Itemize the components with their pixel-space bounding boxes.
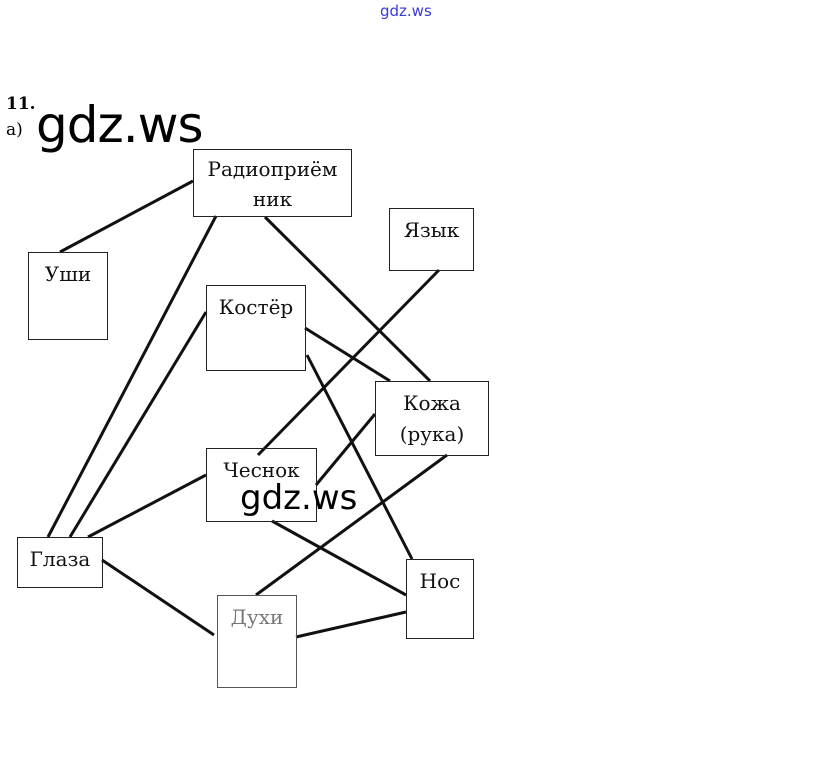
edge-fire-skin	[304, 326, 391, 383]
edge-garlic-nose	[271, 519, 407, 597]
edge-radio-eyes	[46, 215, 218, 538]
node-fire: Костёр	[206, 285, 306, 371]
task-part: а)	[6, 120, 23, 140]
node-garlic: Чеснок	[206, 448, 317, 522]
edge-fire-nose	[305, 354, 414, 560]
node-ears: Уши	[28, 252, 108, 340]
node-radio: Радиоприём ник	[193, 149, 352, 217]
edge-garlic-eyes	[87, 473, 207, 539]
edge-eyes-perfume	[101, 558, 215, 637]
watermark-mid: gdz.ws	[240, 478, 358, 518]
node-perfume: Духи	[217, 595, 297, 688]
watermark-top: gdz.ws	[380, 2, 432, 20]
edge-skin-perfume	[255, 453, 448, 597]
edge-perfume-nose	[295, 610, 407, 639]
node-tongue: Язык	[389, 208, 474, 271]
watermark-big: gdz.ws	[36, 96, 204, 154]
edge-radio-skin	[263, 215, 432, 383]
edge-fire-eyes	[68, 311, 208, 538]
task-number: 11.	[6, 94, 36, 114]
node-eyes: Глаза	[17, 537, 103, 588]
edge-ears-radio	[59, 179, 194, 254]
node-skin: Кожа (рука)	[375, 381, 489, 456]
node-nose: Нос	[406, 559, 474, 639]
edge-tongue-garlic	[256, 268, 441, 457]
edge-skin-garlic	[314, 413, 377, 486]
